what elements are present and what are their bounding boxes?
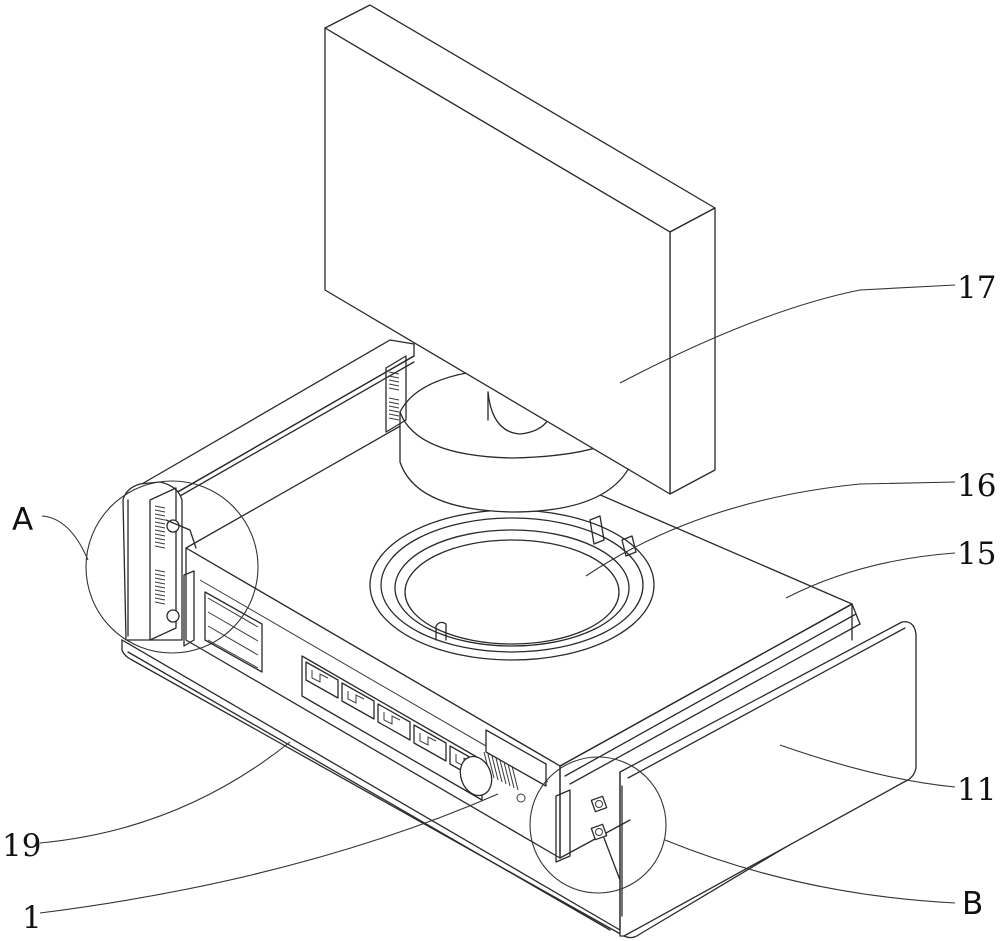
label-1: 1 — [22, 900, 42, 936]
ethernet-port — [341, 682, 375, 720]
screw-thread — [499, 759, 507, 785]
spring-coil — [388, 401, 400, 405]
spring-coil — [154, 521, 166, 525]
detail-circle-b — [529, 756, 667, 894]
spring-coil — [154, 593, 166, 597]
ethernet-port — [305, 661, 339, 699]
turntable-ring — [369, 509, 655, 661]
spring-coil — [388, 405, 400, 409]
spring-coil — [154, 545, 166, 549]
ethernet-port — [377, 703, 411, 741]
screw-thread — [503, 761, 511, 787]
spring-coil — [154, 585, 166, 589]
base-tray — [121, 339, 917, 939]
spring-coil — [388, 383, 400, 387]
spring-coil — [154, 541, 166, 545]
detail-a-mechanism — [149, 487, 197, 647]
spring-coil — [154, 505, 166, 509]
spring-coil — [388, 375, 400, 379]
spring-coil — [154, 537, 166, 541]
label-a: A — [12, 502, 33, 538]
screw-thread — [507, 763, 515, 789]
detail-circle-a — [85, 480, 259, 654]
leader-lines — [39, 284, 956, 914]
spring-coil — [154, 589, 166, 593]
label-19: 19 — [2, 828, 41, 864]
label-17: 17 — [957, 270, 996, 306]
spring-coil — [388, 397, 400, 401]
label-b: B — [962, 886, 983, 922]
spring-coil — [154, 581, 166, 585]
spring-coil — [154, 573, 166, 577]
detail-b-mechanism — [555, 785, 623, 917]
screw-thread — [487, 753, 495, 779]
spring-coil — [154, 509, 166, 513]
spring-coil — [154, 533, 166, 537]
spring-coil — [154, 517, 166, 521]
spring-coil — [154, 569, 166, 573]
spring-coil — [388, 413, 400, 417]
spring-coil — [154, 513, 166, 517]
spring-coil — [154, 597, 166, 601]
spring-coil — [154, 525, 166, 529]
screw-thread — [491, 755, 499, 781]
spring-coil — [154, 577, 166, 581]
spring-coil — [388, 379, 400, 383]
thumb-screw — [459, 729, 547, 803]
spring-coil — [154, 601, 166, 605]
ethernet-port-latch — [383, 712, 401, 725]
screw-thread — [511, 765, 519, 791]
ethernet-port-latch — [419, 733, 437, 746]
screw-thread — [495, 757, 503, 783]
spring-coil — [154, 529, 166, 533]
ethernet-port — [413, 724, 447, 762]
spring-coil — [388, 417, 400, 421]
label-11: 11 — [957, 772, 996, 808]
display-panel — [324, 4, 716, 495]
rear-spring-bracket — [385, 355, 407, 433]
ethernet-port-latch — [347, 691, 365, 704]
ethernet-port-latch — [311, 670, 329, 683]
label-16: 16 — [957, 468, 996, 504]
spring-coil — [388, 371, 400, 375]
label-15: 15 — [957, 536, 996, 572]
spring-coil — [388, 409, 400, 413]
spring-coil — [388, 387, 400, 391]
usb-ports — [204, 591, 263, 673]
